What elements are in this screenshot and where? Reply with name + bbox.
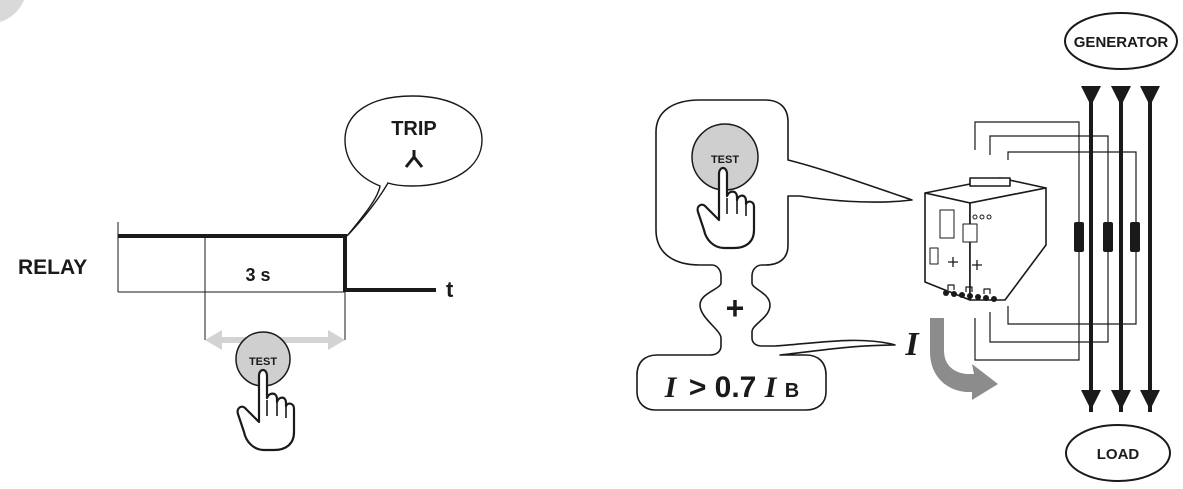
load-node: LOAD: [1065, 424, 1171, 482]
generator-label: GENERATOR: [1074, 34, 1169, 51]
condition-current-symbol: I: [664, 371, 678, 404]
condition-formula: I > 0.7 I B: [664, 371, 799, 404]
time-axis-label: t: [446, 277, 454, 302]
condition-bubble: [636, 99, 913, 411]
condition-operator-value: > 0.7: [689, 371, 757, 404]
corner-decoration: [0, 0, 24, 22]
current-flow-arrow: [930, 318, 998, 400]
trip-bubble: [344, 95, 483, 237]
hand-pointer-icon: [236, 368, 296, 452]
load-label: LOAD: [1097, 446, 1140, 463]
phase-lines: [1089, 86, 1152, 412]
condition-base-current-symbol: I: [764, 371, 778, 404]
test-button-left-label: TEST: [249, 356, 277, 368]
relay-device-icon: [924, 177, 1047, 301]
sensor-wiring: [974, 121, 1137, 361]
test-button-left[interactable]: TEST: [235, 331, 291, 387]
relay-signal-trace: [118, 234, 436, 292]
delay-label: 3 s: [245, 265, 270, 285]
generator-node: GENERATOR: [1064, 12, 1178, 70]
current-transformers: [1074, 222, 1140, 252]
timing-diagram: [117, 222, 436, 340]
condition-base-current-subscript: B: [785, 380, 799, 402]
relay-label: RELAY: [18, 256, 87, 279]
plus-sign: +: [726, 290, 745, 326]
relay-indicators: [972, 214, 992, 220]
trip-symbol-icon: [404, 150, 424, 168]
phase-arrowheads: [1081, 86, 1160, 410]
current-label: I: [904, 326, 920, 363]
trip-label: TRIP: [391, 118, 437, 140]
relay-terminals: [943, 290, 997, 302]
test-button-right-label: TEST: [711, 154, 739, 166]
